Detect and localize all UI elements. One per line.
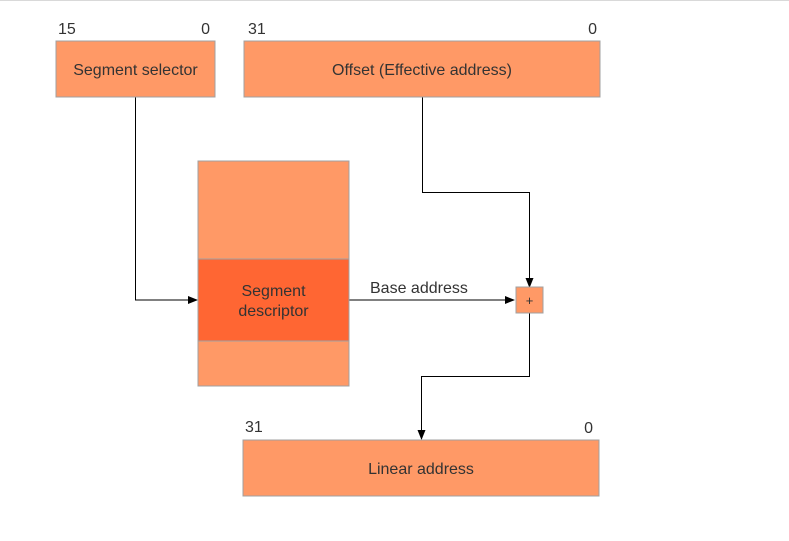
linear-address-low-bit: 0 xyxy=(584,420,593,437)
offset-low-bit: 0 xyxy=(588,21,597,38)
adder-to-linear-arrow xyxy=(417,313,530,440)
selector-to-descriptor-arrow xyxy=(135,97,198,304)
offset-high-bit: 31 xyxy=(248,21,266,38)
adder-box xyxy=(515,286,544,314)
segment-descriptor-label-line1: Segment xyxy=(241,283,306,300)
segment-selector-group: 15 0 Segment selector xyxy=(55,21,216,98)
top-divider xyxy=(0,0,789,1)
offset-label: Offset (Effective address) xyxy=(332,62,512,79)
linear-address-label: Linear address xyxy=(368,461,474,478)
offset-group: 31 0 Offset (Effective address) xyxy=(243,21,601,98)
base-address-label: Base address xyxy=(370,280,468,297)
offset-to-adder-arrow xyxy=(422,97,534,288)
segment-selector-low-bit: 0 xyxy=(201,21,210,38)
plus-icon: + xyxy=(526,293,534,308)
segment-descriptor-label-line2: descriptor xyxy=(238,303,309,320)
descriptor-table: Segment descriptor xyxy=(197,160,350,387)
linear-address-high-bit: 31 xyxy=(245,419,263,436)
segment-selector-high-bit: 15 xyxy=(58,21,76,38)
linear-address-box xyxy=(242,439,600,497)
linear-address-group: 31 0 Linear address xyxy=(242,419,600,497)
connectors xyxy=(135,97,534,440)
adder: + xyxy=(515,286,544,314)
segment-selector-box xyxy=(55,40,216,98)
segment-selector-label: Segment selector xyxy=(73,62,198,79)
offset-box xyxy=(243,40,601,98)
segment-descriptor-entry xyxy=(197,258,350,342)
